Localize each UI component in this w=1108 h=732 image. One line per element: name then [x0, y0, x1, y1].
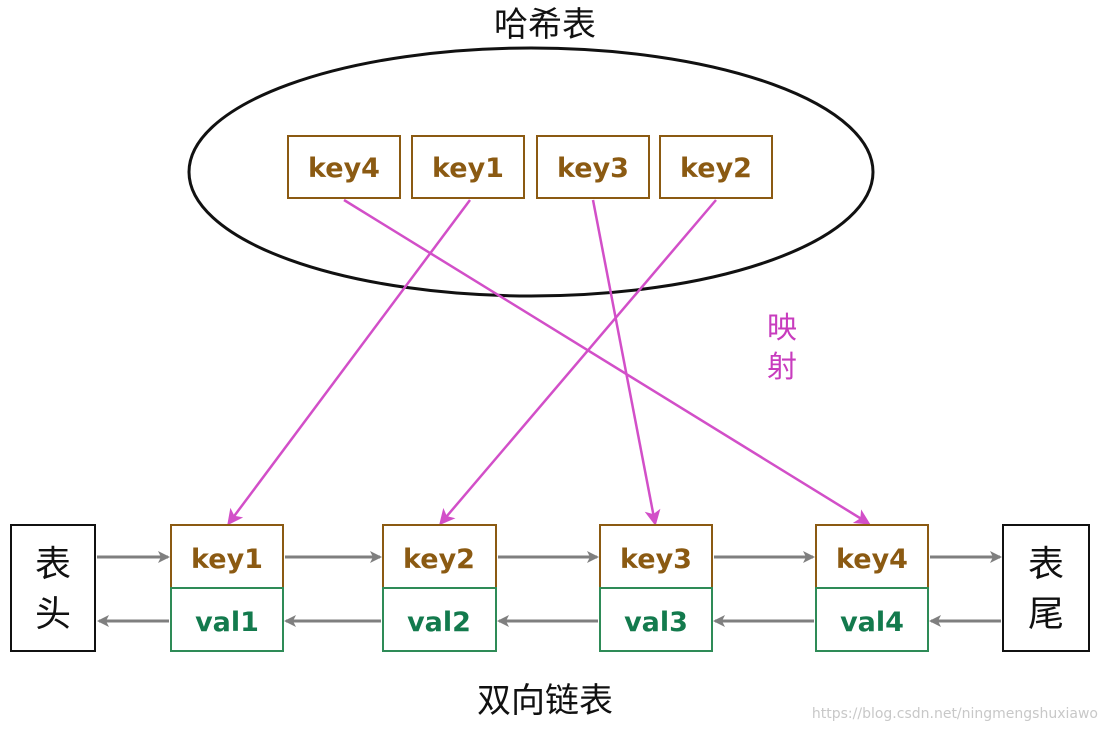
node-key-label: key2 [403, 544, 475, 575]
list-node: key2 val2 [382, 524, 497, 652]
list-tail-label-2: 尾 [1028, 594, 1064, 635]
node-key-label: key3 [620, 544, 692, 575]
list-head-box: 表 头 [10, 524, 96, 652]
list-tail-box: 表 尾 [1002, 524, 1090, 652]
hash-key-box: key2 [659, 135, 773, 199]
hash-key-label: key2 [680, 153, 752, 184]
hash-key-label: key1 [432, 153, 504, 184]
mapping-arrow-key4 [343, 198, 871, 525]
hash-key-label: key3 [557, 153, 629, 184]
list-node: key4 val4 [815, 524, 929, 652]
node-key-label: key4 [836, 544, 908, 575]
mapping-label-char-1: 映 [767, 311, 797, 346]
hash-table-title: 哈希表 [494, 5, 596, 45]
node-val-label: val4 [840, 607, 904, 638]
node-key-label: key1 [191, 544, 263, 575]
hash-key-box: key3 [536, 135, 650, 199]
hash-key-box: key4 [287, 135, 401, 199]
watermark-text: https://blog.csdn.net/ningmengshuxiawo [812, 706, 1098, 722]
hash-key-label: key4 [308, 153, 380, 184]
hash-key-box: key1 [411, 135, 525, 199]
hash-table-ellipse [187, 46, 875, 298]
list-head-label-2: 头 [35, 594, 71, 635]
mapping-label-char-2: 射 [767, 350, 797, 385]
list-node: key3 val3 [599, 524, 713, 652]
list-head-label-1: 表 [35, 544, 71, 585]
list-node: key1 val1 [170, 524, 284, 652]
node-val-label: val1 [195, 607, 259, 638]
linked-list-title: 双向链表 [477, 681, 613, 721]
node-val-label: val2 [407, 607, 471, 638]
list-tail-label-1: 表 [1028, 544, 1064, 585]
mapping-arrow-key3 [591, 199, 661, 526]
mapping-arrow-key2 [439, 199, 717, 526]
node-val-label: val3 [624, 607, 688, 638]
